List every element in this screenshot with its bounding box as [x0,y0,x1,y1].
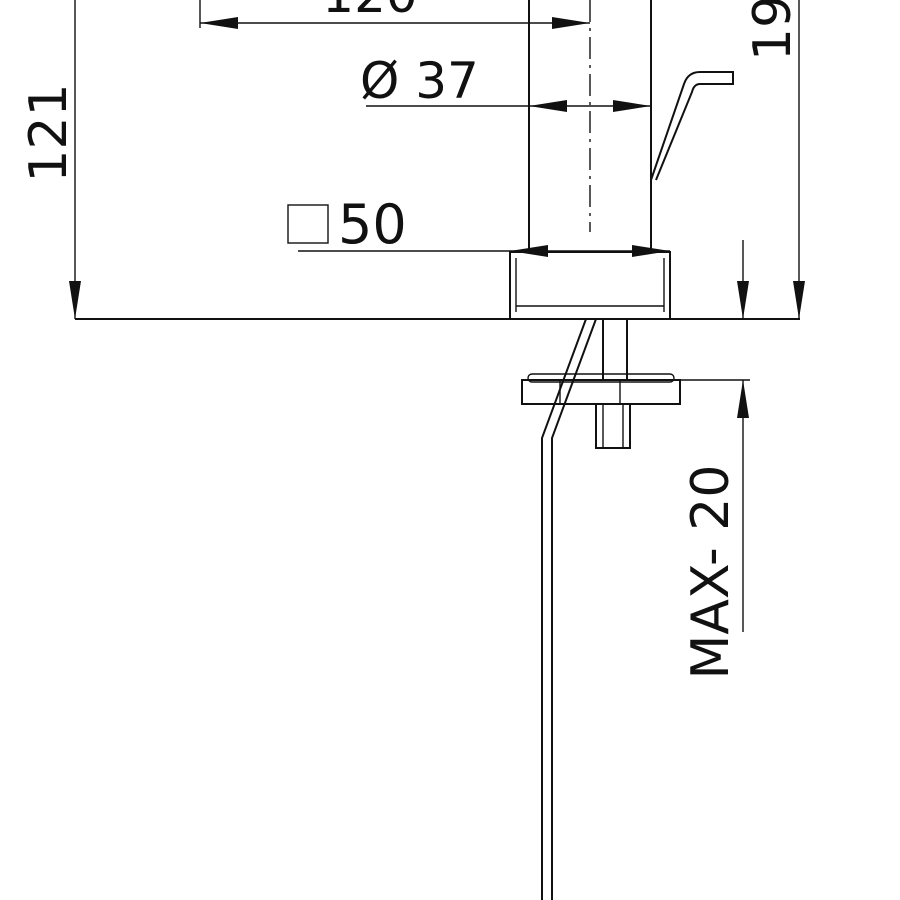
dimension-121: 121 [19,0,81,319]
lever-handle [650,71,734,181]
dimension-base-50: 50 [287,193,670,257]
dimension-120: 120 [199,0,590,29]
dimension-19-label: 19 [743,0,803,61]
dimension-max-20: MAX- 20 [681,240,749,679]
dimension-120-label: 120 [322,0,417,24]
dimension-diameter-37: Ø 37 [360,52,651,112]
dimension-max-label: MAX- 20 [681,465,741,680]
faucet-body [509,0,671,320]
square-symbol-icon [287,204,329,244]
dimension-base-label: 50 [338,193,407,256]
dimension-19: 19 [743,0,805,319]
dimension-121-label: 121 [19,83,79,182]
mounting-kit [521,318,681,900]
dimension-diameter-label: Ø 37 [360,52,479,110]
